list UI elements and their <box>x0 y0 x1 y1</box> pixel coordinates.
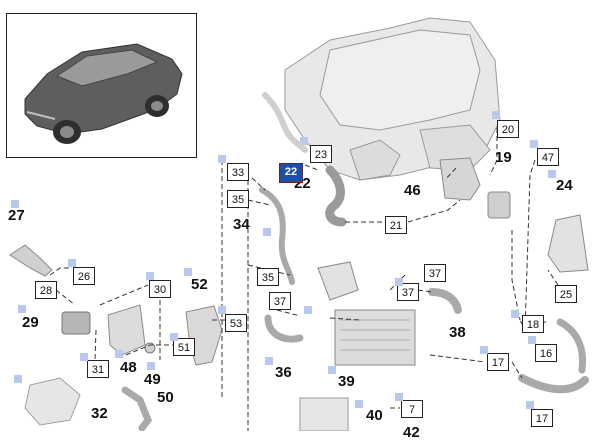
parts-illustration <box>9 17 589 431</box>
ref-marker <box>395 393 403 401</box>
callout-32: 32 <box>91 405 108 422</box>
callout-24: 24 <box>556 177 573 194</box>
ref-marker <box>492 111 500 119</box>
hose-22 <box>325 165 347 227</box>
ref-marker <box>304 306 312 314</box>
ref-marker <box>528 336 536 344</box>
callout-box-23: 23 <box>310 145 332 163</box>
pipe-34 <box>259 187 295 285</box>
ref-marker <box>328 366 336 374</box>
callout-49: 49 <box>144 371 161 388</box>
callout-box-17b: 17 <box>531 409 553 427</box>
callout-40: 40 <box>366 407 383 424</box>
callout-box-35: 35 <box>227 190 249 208</box>
heat-shield-52 <box>185 305 223 366</box>
pipe-top <box>262 92 308 153</box>
hose-38 <box>428 288 462 314</box>
callout-box-53: 53 <box>225 314 247 332</box>
callout-52: 52 <box>191 276 208 293</box>
ref-marker <box>80 353 88 361</box>
hose-27 <box>9 244 53 277</box>
ref-marker <box>115 350 123 358</box>
callout-box-35b: 35 <box>257 268 279 286</box>
callout-box-51: 51 <box>173 338 195 356</box>
callout-box-25: 25 <box>555 285 577 303</box>
ref-marker <box>18 305 26 313</box>
vehicle-illustration <box>24 43 183 144</box>
bracket-37 <box>317 261 359 301</box>
callout-50: 50 <box>157 389 174 406</box>
ref-marker <box>184 268 192 276</box>
ref-marker <box>68 259 76 267</box>
callout-19: 19 <box>495 149 512 166</box>
callout-box-37a: 37 <box>424 264 446 282</box>
callout-36: 36 <box>275 364 292 381</box>
callout-42: 42 <box>403 424 420 441</box>
callout-box-37b: 37 <box>397 283 419 301</box>
ref-marker <box>265 357 273 365</box>
callout-27: 27 <box>8 207 25 224</box>
callout-box-28: 28 <box>35 281 57 299</box>
callout-box-18: 18 <box>522 315 544 333</box>
callout-box-37c: 37 <box>269 292 291 310</box>
bracket-48 <box>107 304 146 356</box>
callout-box-20: 20 <box>497 120 519 138</box>
callout-box-16: 16 <box>535 344 557 362</box>
ref-marker <box>14 375 22 383</box>
bracket-46 <box>439 157 481 201</box>
ref-marker <box>530 140 538 148</box>
callout-box-21: 21 <box>385 216 407 234</box>
callout-box-30: 30 <box>149 280 171 298</box>
ref-marker <box>147 362 155 370</box>
callout-39: 39 <box>338 373 355 390</box>
pipe-32 <box>121 386 152 431</box>
leader-lines <box>49 127 559 431</box>
part-29 <box>61 311 91 335</box>
callout-38: 38 <box>449 324 466 341</box>
pipe-16 <box>518 374 589 394</box>
pipe-18 <box>556 318 587 374</box>
transmission-housing <box>284 17 501 181</box>
part-40 <box>299 397 349 431</box>
callout-box-33: 33 <box>227 163 249 181</box>
ref-marker <box>170 333 178 341</box>
ref-marker <box>395 278 403 286</box>
parts-diagram: 27 22 19 24 46 34 52 29 48 49 50 32 36 3… <box>6 13 589 440</box>
ref-marker <box>511 310 519 318</box>
callout-29: 29 <box>22 314 39 331</box>
ref-marker <box>263 228 271 236</box>
vehicle-inset <box>6 13 197 158</box>
ref-marker <box>11 200 19 208</box>
valve-19 <box>487 191 511 219</box>
callout-box-26: 26 <box>73 267 95 285</box>
ref-marker <box>355 400 363 408</box>
callout-46: 46 <box>404 182 421 199</box>
hose-24 <box>547 214 589 273</box>
ref-marker <box>480 346 488 354</box>
callout-box-47: 47 <box>537 148 559 166</box>
oil-cooler-39 <box>334 309 416 366</box>
callout-highlight-22[interactable]: 22 <box>279 163 303 183</box>
hose-36 <box>264 314 304 343</box>
callout-box-7: 7 <box>401 400 423 418</box>
ref-marker <box>218 155 226 163</box>
ref-marker <box>146 272 154 280</box>
ref-marker <box>300 137 308 145</box>
callout-box-17a: 17 <box>487 353 509 371</box>
valve-cluster <box>24 377 81 426</box>
ref-marker <box>548 170 556 178</box>
callout-34: 34 <box>233 216 250 233</box>
ref-marker <box>218 306 226 314</box>
callout-48: 48 <box>120 359 137 376</box>
ref-marker <box>526 401 534 409</box>
callout-box-31: 31 <box>87 360 109 378</box>
